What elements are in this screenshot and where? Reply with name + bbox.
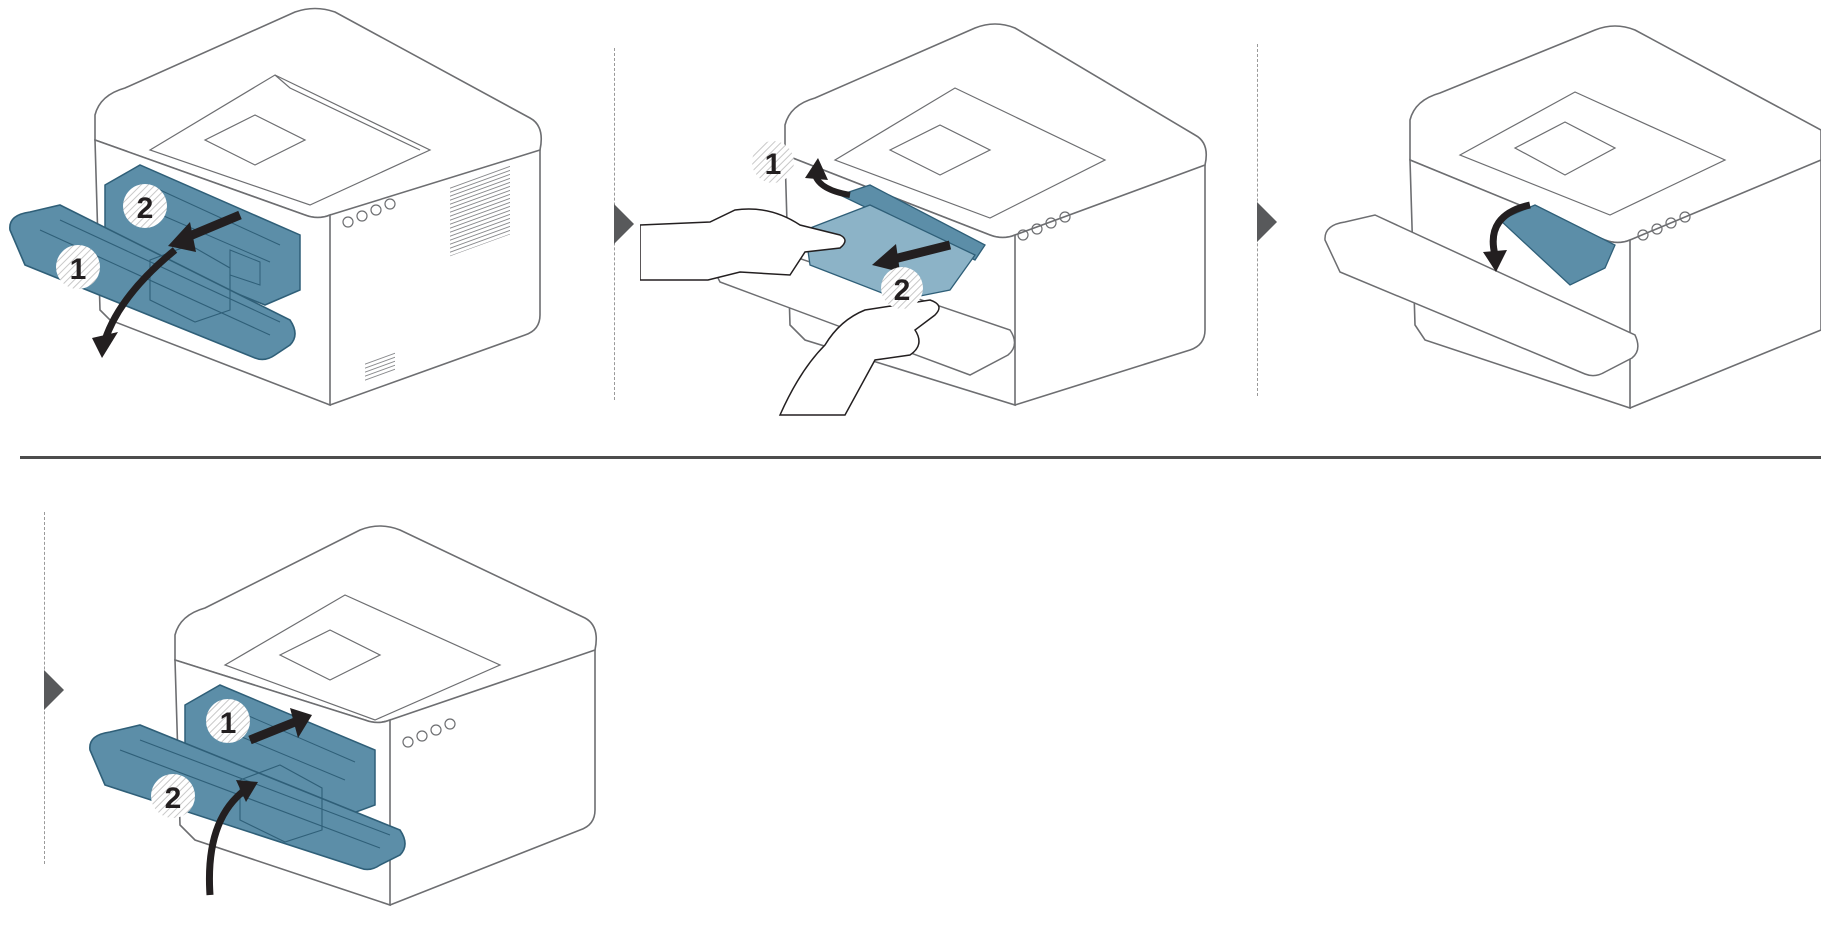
callout-1-label: 1 [220,707,237,740]
callout-1: 1 [206,699,250,743]
callout-2-label: 2 [894,274,911,307]
callout-2: 2 [881,267,923,309]
callout-1: 1 [56,245,100,289]
callout-1-label: 1 [765,148,782,181]
callout-2: 2 [123,184,167,228]
callout-2: 2 [151,774,195,818]
step-3-illustration [1300,0,1821,420]
callout-1: 1 [752,141,794,183]
step-4-illustration: 1 2 [60,500,620,920]
callout-2-label: 2 [165,782,182,815]
callout-2-label: 2 [137,192,154,225]
step-2-illustration: 1 2 [640,0,1220,420]
step-1-illustration: 1 2 [0,0,560,420]
next-step-arrow-icon [614,204,634,244]
next-step-arrow-icon [1257,202,1277,242]
section-divider [20,456,1821,459]
callout-1-label: 1 [70,253,87,286]
